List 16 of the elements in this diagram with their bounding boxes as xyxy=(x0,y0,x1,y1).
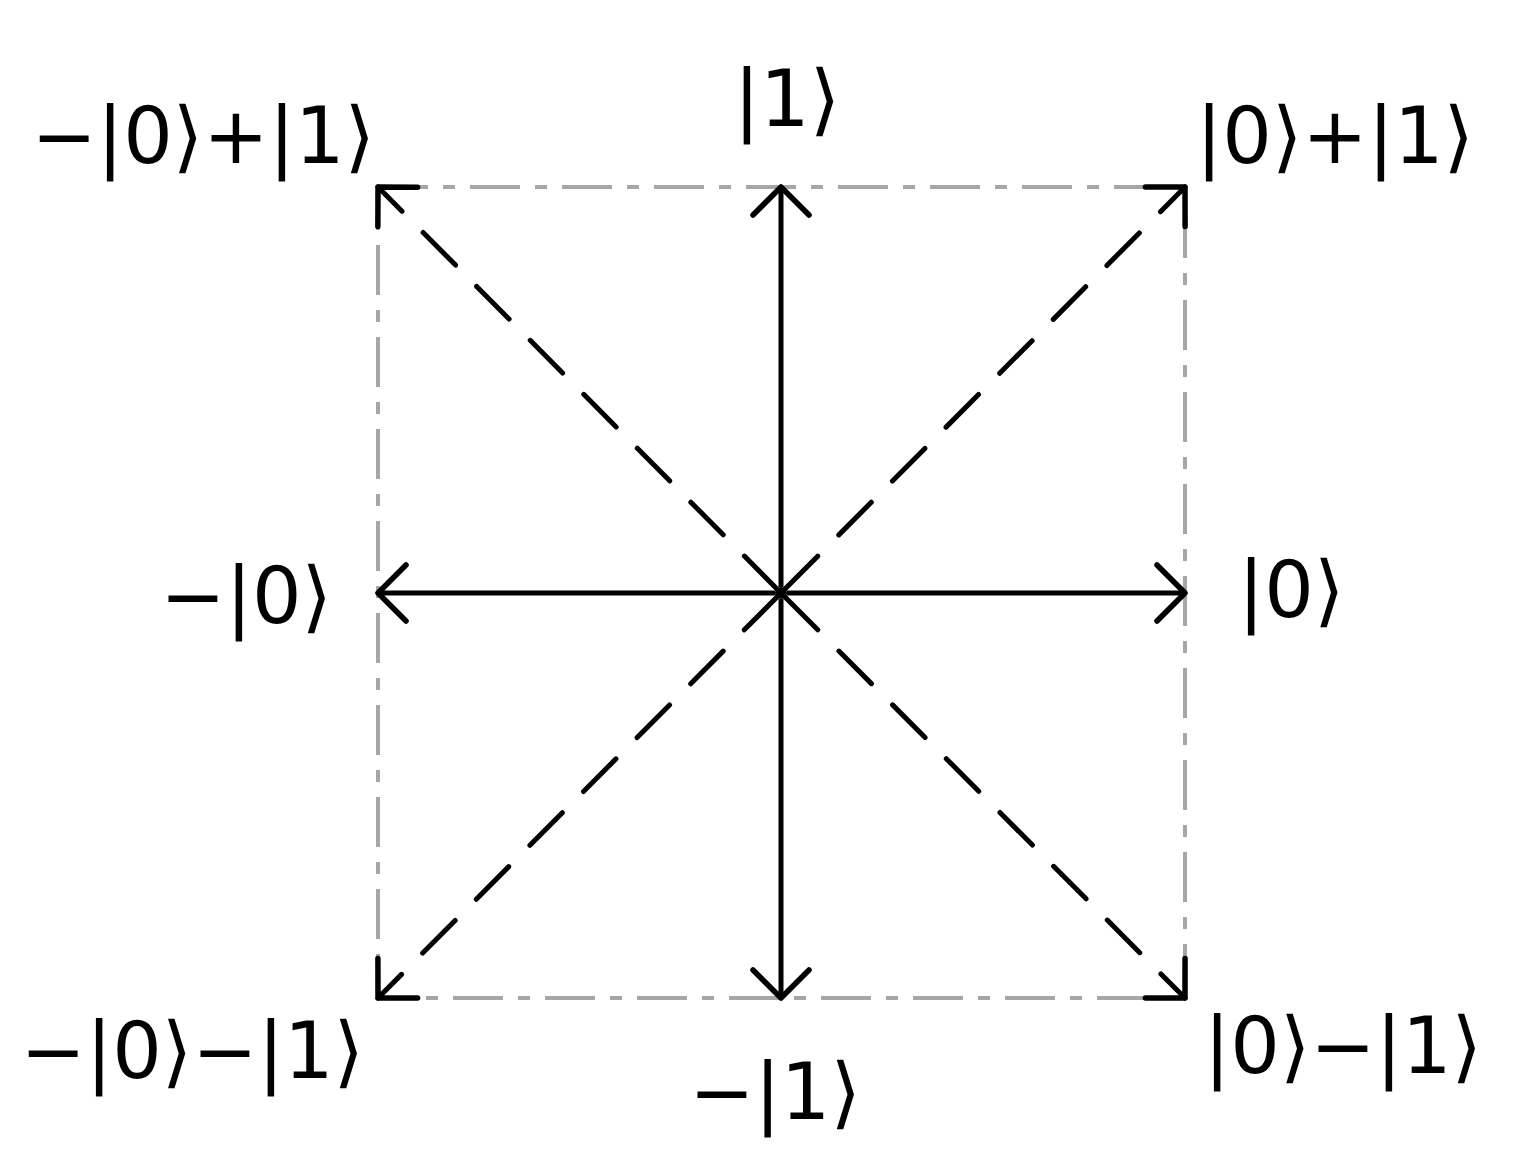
arrow xyxy=(375,562,775,624)
state-label: −|0⟩+|1⟩ xyxy=(31,86,375,188)
state-label: −|0⟩ xyxy=(160,546,332,648)
state-label: |0⟩−|1⟩ xyxy=(1204,996,1483,1098)
state-label: −|0⟩−|1⟩ xyxy=(20,1001,364,1103)
state-label: |0⟩+|1⟩ xyxy=(1196,86,1475,188)
arrow xyxy=(750,184,812,587)
arrow xyxy=(750,599,812,1001)
dashed-arrow xyxy=(782,184,1188,592)
state-label: |1⟩ xyxy=(733,49,841,151)
arrow xyxy=(787,562,1188,624)
state-label: |0⟩ xyxy=(1238,540,1345,642)
dashed-arrow xyxy=(782,594,1188,1001)
state-label: −|1⟩ xyxy=(689,1042,861,1144)
dashed-arrow xyxy=(375,184,780,592)
dashed-arrow xyxy=(375,594,780,1001)
